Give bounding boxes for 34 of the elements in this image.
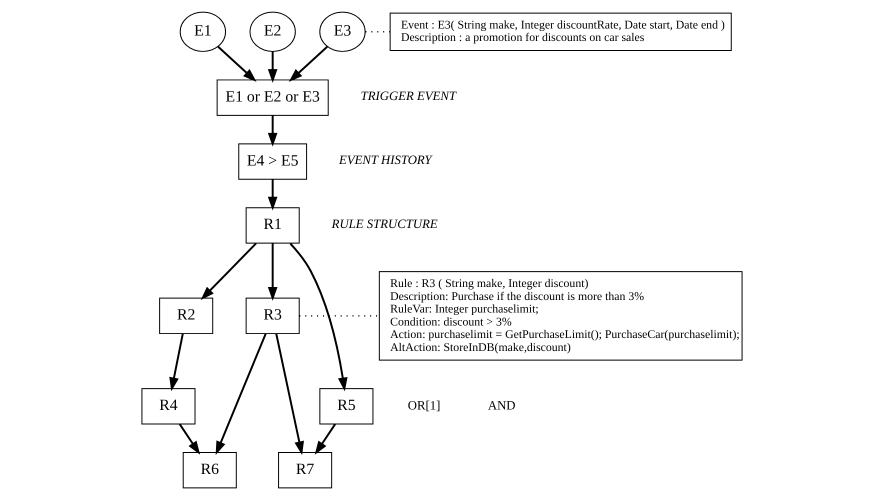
node-box: R2 <box>158 298 213 334</box>
arrow <box>267 52 277 83</box>
arrow <box>267 116 277 147</box>
arrow <box>267 243 277 301</box>
arrow <box>215 333 266 455</box>
node-box: E1 or E2 or E3 <box>216 79 328 116</box>
node-box: Event : E3( String make, Integer discountRate, Date start, Date end ) Description : a promotion for discounts on car sales <box>389 12 732 51</box>
arrow <box>200 242 256 300</box>
arrow <box>274 334 304 456</box>
node-ellipse: E2 <box>249 12 296 52</box>
arrow <box>178 424 200 455</box>
node-box: Rule : R3 ( String make, Integer discount) Description: Purchase if the discount is more than 3% RuleVar: Integer purchaselimit; Condition: discount > 3% Action: purchaselimit = GetPurchaseLimit(); PurchaseCar(purchaselimit); AltAction: StoreInDB(make,discount) <box>378 271 742 361</box>
node-box: R7 <box>278 452 332 488</box>
arrow <box>267 179 277 211</box>
label: AND <box>487 398 516 413</box>
arrow <box>288 46 328 82</box>
arrow <box>314 424 336 455</box>
arrow <box>216 46 256 82</box>
node-box: R5 <box>318 388 373 424</box>
connector <box>364 31 390 32</box>
label: TRIGGER EVENT <box>360 88 456 103</box>
label: EVENT HISTORY <box>338 152 432 167</box>
arrow <box>168 334 184 392</box>
label: OR[1] <box>407 398 440 413</box>
connector <box>298 315 379 317</box>
node-box: R6 <box>182 452 236 488</box>
arrow <box>289 242 348 392</box>
node-box: R1 <box>245 207 300 244</box>
label: RULE STRUCTURE <box>331 216 438 231</box>
node-ellipse: E3 <box>318 12 366 52</box>
node-box: E4 > E5 <box>238 143 307 180</box>
node-ellipse: E1 <box>179 12 226 52</box>
node-box: R3 <box>245 298 300 334</box>
node-box: R4 <box>140 388 195 424</box>
